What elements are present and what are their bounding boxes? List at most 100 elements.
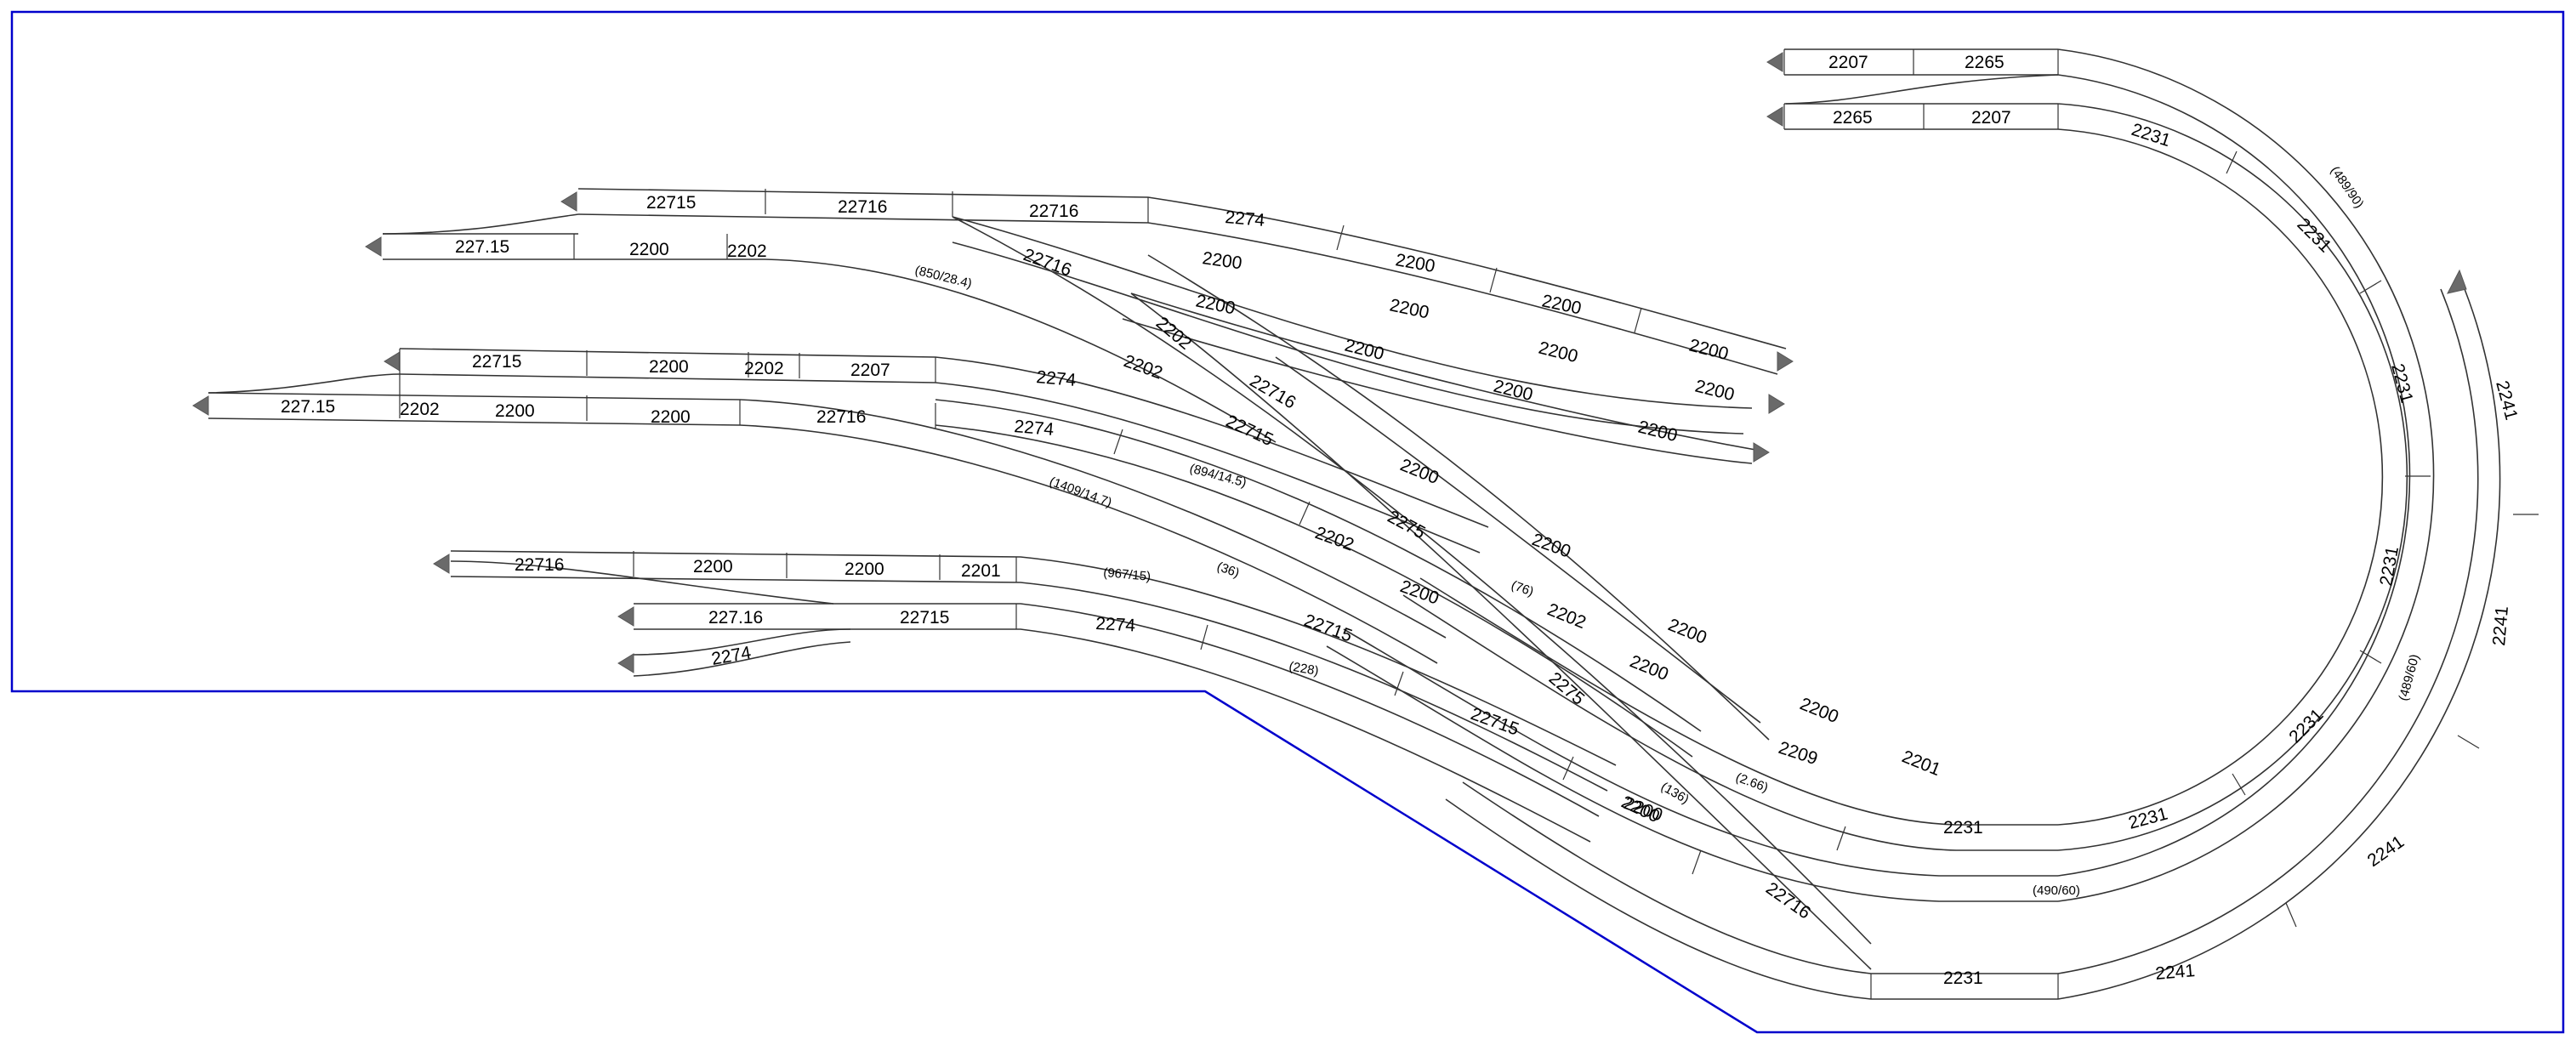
part-label: 2200	[1665, 615, 1709, 648]
track-segment	[208, 373, 401, 394]
track-joint	[2226, 151, 2238, 174]
track-segment	[2057, 103, 2408, 851]
track-segment	[1147, 254, 1770, 741]
track-segment	[399, 348, 1489, 528]
part-label: 2241	[2154, 961, 2196, 984]
part-label: 2231	[2387, 361, 2416, 405]
part-label: 2202	[1544, 599, 1589, 633]
track-segment	[1326, 645, 2058, 902]
track-segment	[1462, 781, 2058, 974]
track-segment	[952, 241, 1744, 434]
buffer-stop-icon	[1766, 52, 1783, 72]
part-label: 2200	[1693, 377, 1737, 406]
track-segment	[1275, 356, 1761, 724]
part-label: 2202	[1312, 523, 1356, 555]
track-layer	[192, 48, 2539, 1000]
track-segment	[633, 628, 851, 656]
part-label: 22716	[816, 407, 866, 427]
track-segment	[2057, 275, 2501, 1000]
track-segment	[1122, 318, 1753, 464]
dimension-label: (967/15)	[1103, 565, 1152, 584]
track-segment	[382, 213, 579, 235]
track-segment	[577, 188, 1787, 349]
buffer-stop-icon	[1777, 351, 1794, 372]
part-label: 22715	[1301, 611, 1355, 646]
lower-mainline	[1326, 577, 2058, 1000]
track-segment	[1130, 292, 1872, 970]
part-label: 2200	[1537, 338, 1580, 367]
buffer-stop-icon	[560, 191, 577, 212]
part-label: 22716	[515, 555, 564, 575]
track-joint	[1336, 224, 1345, 251]
part-label: 22715	[900, 608, 949, 628]
track-joint	[1836, 826, 1846, 851]
track-segment	[208, 417, 1438, 664]
part-label: 2241	[2364, 832, 2408, 871]
track-joint	[1394, 671, 1404, 696]
part-label: 2231	[2126, 804, 2169, 833]
part-label: 2231	[2376, 545, 2403, 588]
track-segment	[634, 628, 1591, 843]
part-label: 2200	[495, 401, 535, 421]
part-label: 227.16	[708, 608, 763, 628]
part-label: 22716	[1247, 371, 1299, 412]
buffer-stop-icon	[1766, 106, 1783, 127]
track-segment	[935, 424, 1693, 758]
part-label: 227.15	[455, 237, 509, 257]
track-joint	[1113, 429, 1123, 455]
part-label: 22715	[472, 352, 521, 372]
dimension-label: (489/90)	[2328, 164, 2367, 212]
part-labels: 2207 2265 2265 2207 2231 2231 2231 2231 …	[281, 53, 2521, 988]
part-label: 2200	[1492, 377, 1535, 406]
track-joint	[1489, 267, 1498, 293]
track-segment	[1130, 292, 1761, 452]
part-label: 2200	[693, 557, 733, 576]
part-label: 2274	[1095, 614, 1136, 635]
part-label: 2231	[1943, 818, 1983, 838]
track-segment	[208, 392, 1447, 639]
part-label: 2274	[710, 643, 753, 669]
track-segment	[450, 560, 834, 605]
buffer-stop-icon	[1753, 442, 1770, 463]
upper-right-yard	[1766, 48, 2059, 130]
track-segment	[633, 641, 851, 677]
track-segment	[383, 258, 1277, 443]
part-label: 227.15	[281, 397, 335, 417]
track-joint	[2285, 902, 2297, 928]
track-segment	[2057, 48, 2435, 902]
part-label: 2200	[1529, 530, 1573, 562]
buffer-stop-icon	[365, 236, 382, 257]
track-joint	[2457, 735, 2480, 749]
track-segment	[2057, 128, 2384, 826]
part-label: 2201	[1899, 747, 1943, 780]
buffer-stop-icon	[617, 606, 634, 627]
track-joint	[2359, 280, 2382, 294]
part-label: 2200	[1540, 291, 1583, 318]
part-label: 2200	[629, 240, 669, 259]
track-segment	[2057, 288, 2479, 974]
buffer-stop-icon	[1768, 394, 1785, 414]
part-label: 2201	[961, 561, 1001, 581]
part-label: 2200	[1636, 417, 1680, 446]
track-segment	[1445, 798, 2058, 1000]
track-joint	[1299, 501, 1311, 525]
part-label: 2265	[1965, 53, 2005, 72]
track-segment	[1419, 577, 2058, 826]
part-label: 2200	[1343, 336, 1386, 365]
board-outline	[10, 10, 2565, 1034]
part-label: 2202	[727, 241, 767, 261]
dimension-label: (2.66)	[1734, 770, 1771, 795]
buffer-stop-icon	[433, 554, 450, 574]
part-label: 2207	[1828, 53, 1868, 72]
part-label: 2209	[1776, 738, 1820, 769]
track-segment	[1343, 628, 2058, 877]
part-label: 2265	[1833, 108, 1873, 128]
curve-radius-3	[2057, 269, 2539, 1000]
track-segment	[1785, 74, 2059, 105]
dimension-label: (490/60)	[2033, 883, 2080, 898]
part-label: 2200	[1397, 455, 1442, 488]
curve-radius-2	[2057, 48, 2435, 902]
part-label: 2200	[1397, 576, 1442, 609]
part-label: 22716	[838, 197, 887, 217]
track-segment	[952, 216, 1753, 409]
